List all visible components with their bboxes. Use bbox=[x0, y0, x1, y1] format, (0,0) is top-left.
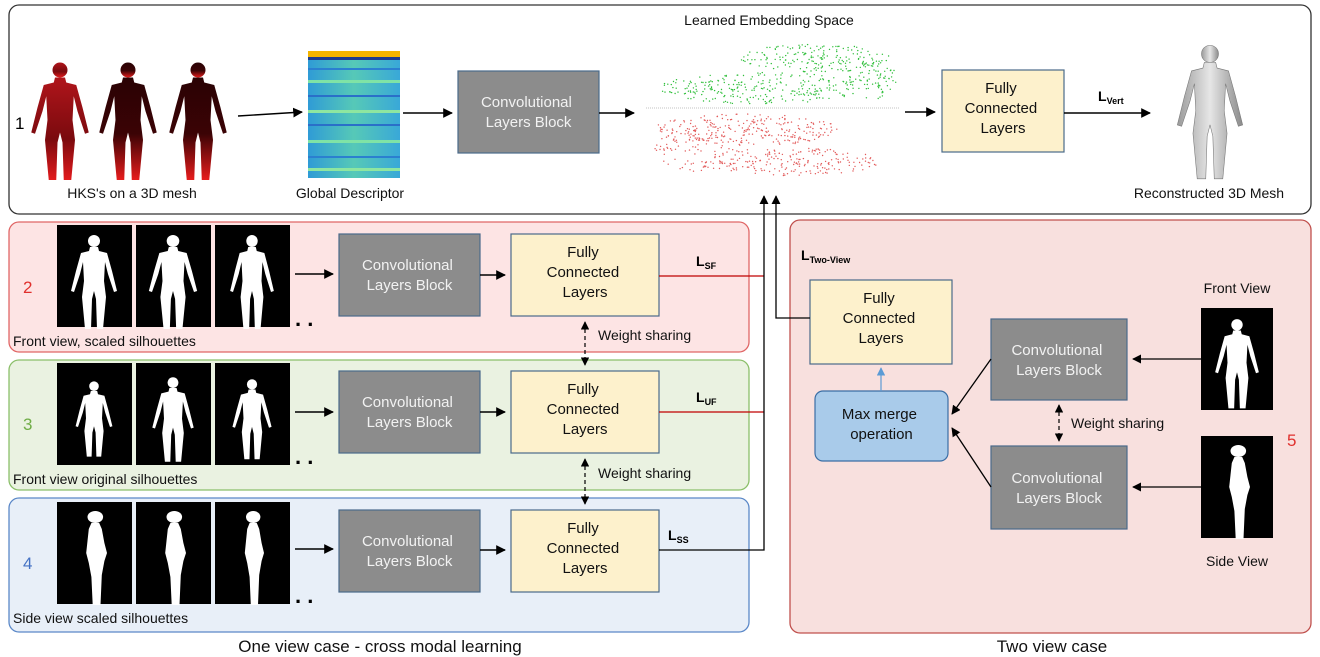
loss-uf: LUF bbox=[696, 389, 717, 407]
row2-number: 2 bbox=[23, 278, 32, 297]
row3-dots: . . bbox=[295, 444, 313, 469]
global-descriptor-caption: Global Descriptor bbox=[296, 185, 404, 201]
row4-caption: Side view scaled silhouettes bbox=[13, 610, 188, 626]
row1-conv-label: Convolutional Layers Block bbox=[481, 94, 576, 131]
global-descriptor-image bbox=[308, 51, 400, 178]
caption-one-view: One view case - cross modal learning bbox=[238, 637, 521, 656]
row3-silhouettes bbox=[57, 363, 290, 465]
panel5-conv-top bbox=[990, 318, 1128, 401]
row2-dots: . . bbox=[295, 306, 313, 331]
row3-caption: Front view original silhouettes bbox=[13, 471, 197, 487]
row2-caption: Front view, scaled silhouettes bbox=[13, 333, 196, 349]
row1-fc-label: Fully Connected Layers bbox=[965, 80, 1042, 137]
panel5-fc-label: Fully Connected Layers bbox=[843, 290, 920, 347]
panel5-conv-top-label: Convolutional Layers Block bbox=[1011, 342, 1106, 379]
panel5-weight-sharing: Weight sharing bbox=[1071, 415, 1164, 431]
arrow-conv-bottom-to-merge bbox=[951, 427, 992, 488]
row4-fc-block bbox=[510, 509, 660, 593]
row4-silhouettes bbox=[57, 502, 290, 605]
row2-conv-block bbox=[338, 233, 481, 317]
row4-conv-block bbox=[338, 509, 481, 593]
row2-fc-block bbox=[510, 233, 660, 317]
embedding-title: Learned Embedding Space bbox=[684, 12, 854, 28]
panel5-loss-path bbox=[771, 195, 810, 319]
loss-sf: LSF bbox=[696, 253, 717, 271]
row2-fc-label: Fully Connected Layers bbox=[547, 244, 624, 301]
row3-conv-block bbox=[338, 370, 481, 454]
merge-label: Max merge operation bbox=[842, 406, 921, 443]
row3-number: 3 bbox=[23, 415, 32, 434]
row4-conv-label: Convolutional Layers Block bbox=[362, 533, 457, 570]
arrow-hks-to-descriptor bbox=[237, 107, 303, 118]
panel5-fc-block bbox=[809, 279, 953, 365]
caption-two-view: Two view case bbox=[997, 637, 1108, 656]
row3-conv-label: Convolutional Layers Block bbox=[362, 394, 457, 431]
row2-silhouettes bbox=[57, 225, 290, 329]
loss-two-view: LTwo-View bbox=[801, 247, 851, 265]
row2-weight-sharing: Weight sharing bbox=[598, 327, 691, 343]
hks-caption: HKS's on a 3D mesh bbox=[67, 185, 197, 201]
embedding-space bbox=[640, 35, 905, 190]
panel5-conv-bottom bbox=[990, 445, 1128, 530]
row4-loss-path bbox=[659, 195, 769, 551]
row4-dots: . . bbox=[295, 583, 313, 608]
reconstructed-caption: Reconstructed 3D Mesh bbox=[1134, 185, 1284, 201]
arrow-conv-top-to-merge bbox=[951, 358, 992, 415]
row1-conv-block bbox=[457, 70, 600, 154]
row3-fc-label: Fully Connected Layers bbox=[547, 381, 624, 438]
row3-fc-block bbox=[510, 370, 660, 454]
embedding-scatter bbox=[654, 43, 897, 177]
front-view-label: Front View bbox=[1204, 280, 1272, 296]
side-view-label: Side View bbox=[1206, 553, 1269, 569]
panel5-conv-bottom-label: Convolutional Layers Block bbox=[1011, 470, 1106, 507]
row1-fc-block bbox=[941, 69, 1065, 153]
row4-fc-label: Fully Connected Layers bbox=[547, 520, 624, 577]
row2-conv-label: Convolutional Layers Block bbox=[362, 257, 457, 294]
panel5-number: 5 bbox=[1287, 431, 1296, 450]
row1-number: 1 bbox=[15, 114, 24, 133]
loss-ss: LSS bbox=[668, 527, 689, 545]
row4-number: 4 bbox=[23, 554, 32, 573]
row3-weight-sharing: Weight sharing bbox=[598, 465, 691, 481]
loss-vert: LVert bbox=[1098, 88, 1124, 106]
